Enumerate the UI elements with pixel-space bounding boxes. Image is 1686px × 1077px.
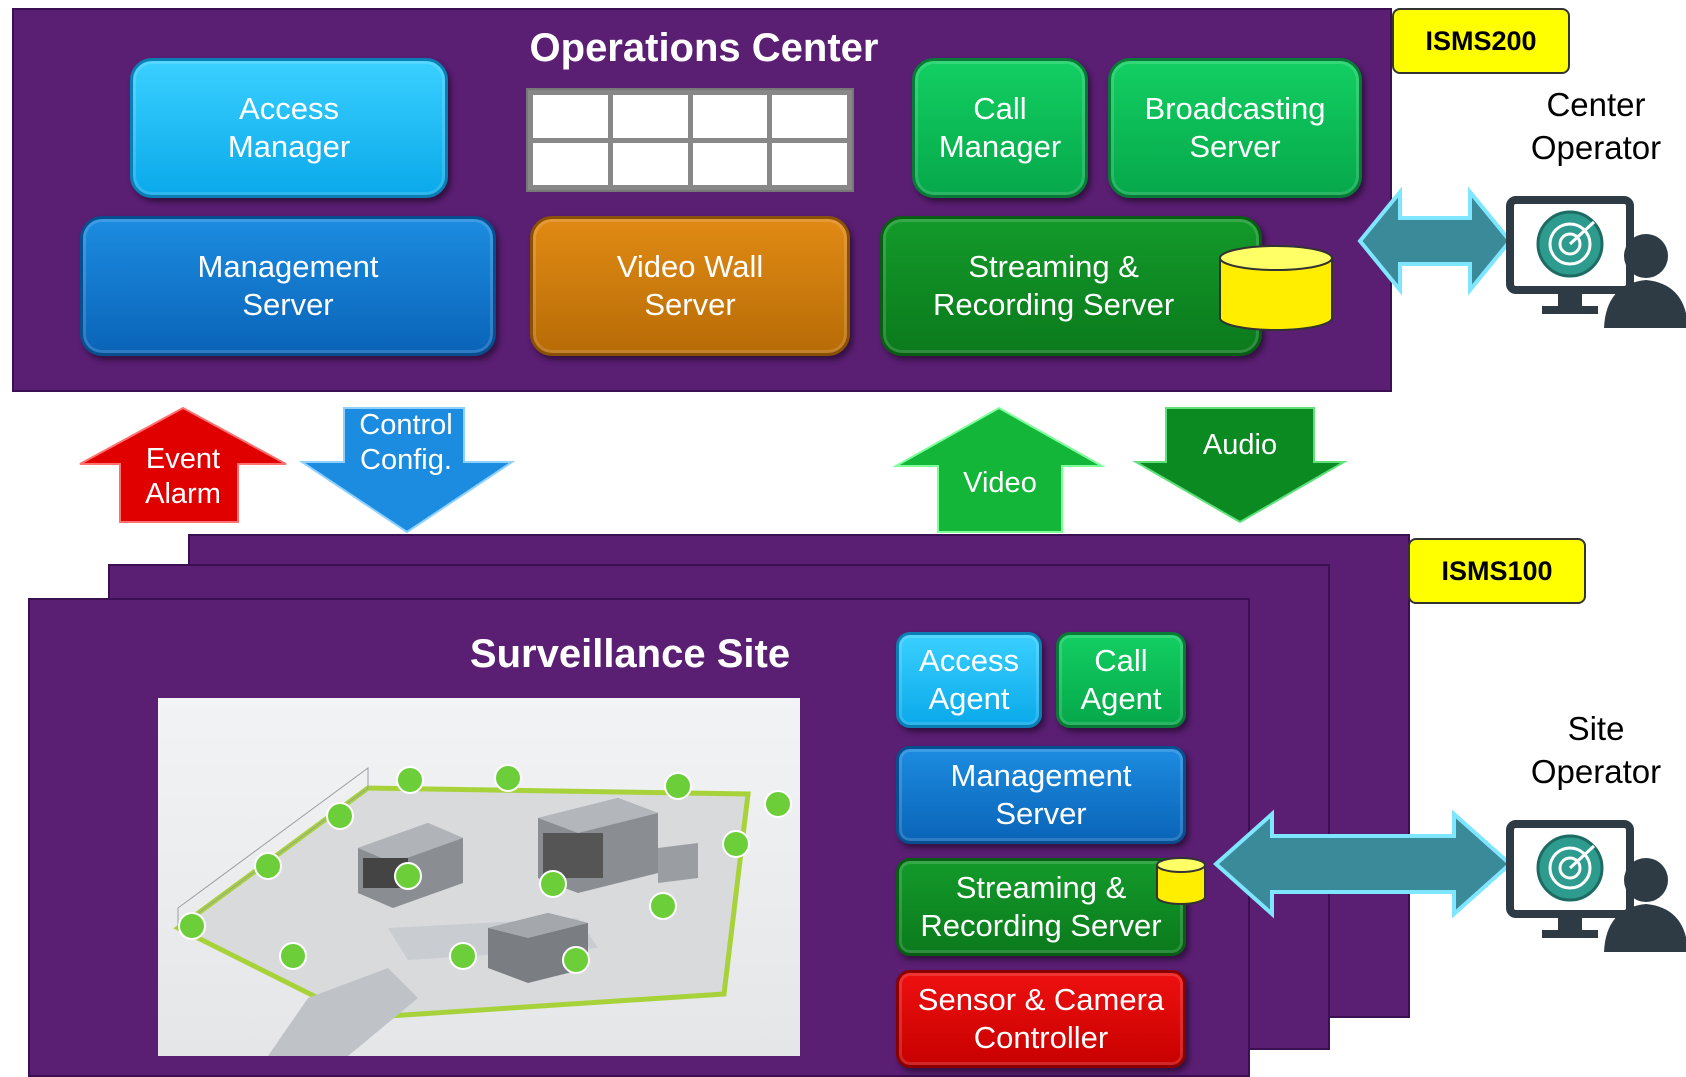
control-config-arrow — [298, 407, 516, 534]
sensor-camera-controller-box: Sensor & Camera Controller — [896, 970, 1186, 1068]
access-agent-box: Access Agent — [896, 632, 1042, 728]
audio-arrow — [1132, 407, 1348, 524]
operations-center-panel: Operations Center Access Manager Call Ma… — [12, 8, 1392, 392]
event-alarm-label: Event Alarm — [145, 443, 221, 511]
video-wall-server-box: Video Wall Server — [530, 216, 850, 356]
center-operator-label: Center Operator — [1530, 86, 1662, 166]
management-server-box: Management Server — [80, 216, 496, 356]
streaming-recording-server-label: Streaming & Recording Server — [933, 249, 1175, 322]
center-operator-link-arrow — [1357, 186, 1513, 296]
operations-center-title: Operations Center — [529, 26, 879, 70]
site-management-server-box: Management Server — [896, 746, 1186, 844]
surveillance-site-panel: Surveillance Site — [28, 598, 1250, 1077]
site-operator-label: Site Operator — [1530, 710, 1662, 790]
campus-map-icon — [173, 764, 792, 1056]
audio-label: Audio — [1202, 429, 1278, 461]
call-agent-box: Call Agent — [1056, 632, 1186, 728]
streaming-recording-server-box: Streaming & Recording Server — [880, 216, 1262, 356]
site-illustration — [158, 698, 800, 1056]
site-operator-link-arrow — [1212, 809, 1514, 919]
isms100-tag: ISMS100 — [1408, 538, 1586, 604]
video-arrow — [892, 406, 1106, 533]
isms200-tag: ISMS200 — [1392, 8, 1570, 74]
call-manager-box: Call Manager — [912, 58, 1088, 198]
video-label: Video — [963, 467, 1037, 499]
event-alarm-arrow — [79, 406, 287, 523]
video-wall-grid — [526, 88, 854, 192]
surveillance-site-title: Surveillance Site — [469, 632, 791, 676]
site-operator-icon — [1506, 820, 1686, 952]
center-operator-icon — [1506, 196, 1686, 328]
site-streaming-recording-server-box: Streaming & Recording Server — [896, 858, 1186, 956]
site-database-icon — [1156, 857, 1206, 905]
database-icon — [1219, 245, 1333, 331]
access-manager-box: Access Manager — [130, 58, 448, 198]
broadcasting-server-box: Broadcasting Server — [1108, 58, 1362, 198]
control-config-label: Control Config. — [359, 409, 453, 477]
